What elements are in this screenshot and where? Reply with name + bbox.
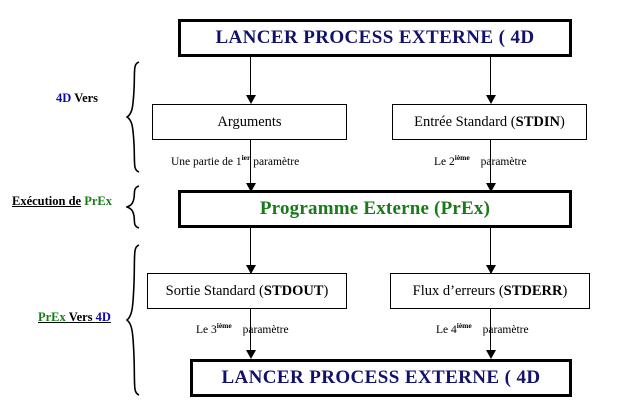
connector-prex-to-stderr — [490, 228, 491, 273]
side-label-4d-vers-part2: Vers — [74, 91, 99, 105]
caption-parametre-4: Le 4ième paramètre — [436, 321, 529, 336]
box-title-bottom-label: LANCER PROCESS EXTERNE ( 4D — [221, 367, 541, 388]
brace-execution-de-prex — [126, 185, 140, 229]
side-label-prex-vers-4d: PrEx Vers 4D — [38, 310, 111, 325]
arrowhead-stderr-to-bottom — [486, 350, 496, 359]
box-lancer-process-externe-top: LANCER PROCESS EXTERNE ( 4D — [178, 19, 572, 57]
box-flux-erreurs-stderr: Flux d’erreurs (STDERR) — [390, 273, 590, 309]
side-label-4d-vers: 4D Vers — [56, 91, 98, 106]
box-programme-externe-prex: Programme Externe (PrEx) — [178, 190, 572, 228]
box-title-top-label: LANCER PROCESS EXTERNE ( 4D — [215, 27, 535, 48]
caption-divider-3 — [250, 318, 251, 336]
arrowhead-top-to-arguments — [246, 95, 256, 104]
arrowhead-stdout-to-bottom — [246, 350, 256, 359]
box-stdout-label: Sortie Standard (STDOUT) — [165, 282, 329, 299]
brace-4d-vers — [126, 61, 140, 173]
side-label-prex-vers-4d-part1: PrEx — [38, 310, 66, 324]
side-label-execution-de-prex: Exécution de PrEx — [12, 194, 112, 209]
connector-top-to-arguments — [250, 57, 251, 102]
side-label-4d-vers-part1: 4D — [56, 91, 72, 105]
box-arguments-label: Arguments — [217, 113, 282, 130]
arrowhead-stdin-to-prex — [486, 183, 496, 192]
box-arguments: Arguments — [152, 104, 347, 140]
brace-prex-vers-4d — [126, 244, 140, 396]
caption-divider-2 — [490, 150, 491, 168]
caption-divider-1 — [250, 150, 251, 168]
side-label-execution-part1: Exécution de — [12, 194, 82, 208]
caption-parametre-3: Le 3ième paramètre — [196, 321, 289, 336]
box-prex-label: Programme Externe (PrEx) — [259, 198, 491, 219]
arrowhead-prex-to-stdout — [246, 265, 256, 274]
caption-divider-4 — [490, 318, 491, 336]
arrowhead-top-to-stdin — [486, 95, 496, 104]
box-lancer-process-externe-bottom: LANCER PROCESS EXTERNE ( 4D — [190, 359, 572, 397]
arrowhead-prex-to-stderr — [486, 265, 496, 274]
connector-top-to-stdin — [490, 57, 491, 102]
box-sortie-standard-stdout: Sortie Standard (STDOUT) — [147, 273, 347, 309]
caption-parametre-1: Une partie de 1ier paramètre — [171, 153, 300, 168]
box-stdin-label: Entrée Standard (STDIN) — [414, 113, 565, 130]
arrowhead-arguments-to-prex — [246, 183, 256, 192]
side-label-prex-vers-4d-part2: Vers — [68, 310, 93, 324]
side-label-execution-part2: PrEx — [84, 194, 113, 208]
box-stderr-label: Flux d’erreurs (STDERR) — [412, 282, 568, 299]
connector-prex-to-stdout — [250, 228, 251, 273]
box-entree-standard-stdin: Entrée Standard (STDIN) — [392, 104, 587, 140]
caption-parametre-2: Le 2ième paramètre — [434, 153, 527, 168]
side-label-prex-vers-4d-part3: 4D — [95, 310, 111, 324]
